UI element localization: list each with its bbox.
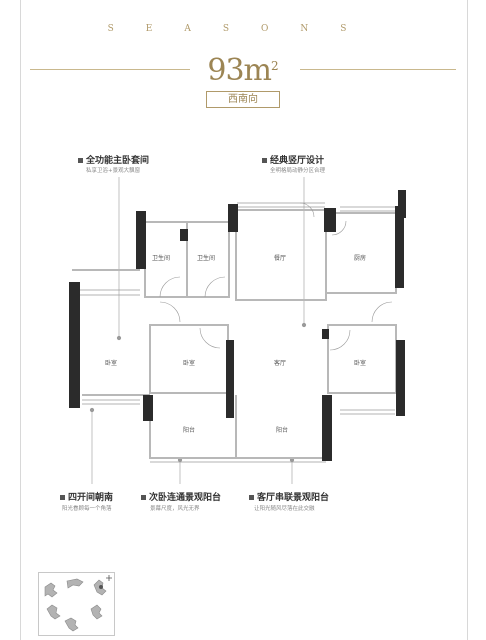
door-swings xyxy=(159,202,393,351)
feature-sub: 阳光眷顾每一个角落 xyxy=(62,506,112,512)
room-kitchen: 厨房 xyxy=(354,255,367,262)
room-balcony-2: 阳台 xyxy=(276,427,289,434)
area-unit-sup: 2 xyxy=(271,59,279,73)
bullet-icon xyxy=(141,495,146,500)
feature-title: 四开间朝南 xyxy=(68,493,114,503)
feature-sub: 私享卫浴+景观大飘窗 xyxy=(86,168,141,174)
bullet-icon xyxy=(78,158,83,163)
leader-lines xyxy=(89,177,307,484)
feature-title: 全功能主卧套间 xyxy=(86,156,150,166)
room-dining: 餐厅 xyxy=(274,255,287,262)
room-living: 客厅 xyxy=(274,360,287,367)
feature-bedroom-balcony: 次卧连通景观阳台 xyxy=(141,490,221,503)
divider-left xyxy=(30,69,190,70)
area-value: 93 xyxy=(207,53,244,88)
structural-walls xyxy=(69,190,406,461)
feature-title: 客厅串联景观阳台 xyxy=(257,493,330,503)
feature-title: 经典竖厅设计 xyxy=(270,156,325,166)
room-bedroom-2: 卧室 xyxy=(183,360,196,367)
brand-name: SEASONS xyxy=(107,24,379,34)
windows xyxy=(80,202,395,463)
page-frame xyxy=(20,0,468,640)
bullet-icon xyxy=(249,495,254,500)
feature-master-suite: 全功能主卧套间 xyxy=(78,153,149,166)
room-bathroom-1: 卫生间 xyxy=(152,255,171,262)
room-balcony-1: 阳台 xyxy=(183,427,196,434)
key-plan xyxy=(38,572,115,636)
building-key-plan-icon xyxy=(44,575,112,632)
bullet-icon xyxy=(60,495,65,500)
area-unit: m xyxy=(243,53,272,88)
feature-sub: 景幕尺度，风光无界 xyxy=(150,506,200,512)
bullet-icon xyxy=(262,158,267,163)
feature-south-bays: 四开间朝南 xyxy=(60,490,113,503)
orientation-badge: 西南向 xyxy=(206,91,280,108)
room-bathroom-2: 卫生间 xyxy=(197,255,216,262)
feature-sub: 让阳光随风尽落在此交融 xyxy=(254,506,315,512)
feature-title: 次卧连通景观阳台 xyxy=(149,493,222,503)
room-master-bedroom: 卧室 xyxy=(105,360,118,367)
feature-sub: 全明格局动静分区合理 xyxy=(270,168,326,174)
feature-living-balcony: 客厅串联景观阳台 xyxy=(249,490,329,503)
interior-walls xyxy=(72,209,397,459)
current-unit-marker xyxy=(99,585,103,589)
room-bedroom-3: 卧室 xyxy=(354,360,367,367)
feature-living-design: 经典竖厅设计 xyxy=(262,153,324,166)
unit-area: 93m2 xyxy=(0,53,486,88)
divider-right xyxy=(300,69,456,70)
